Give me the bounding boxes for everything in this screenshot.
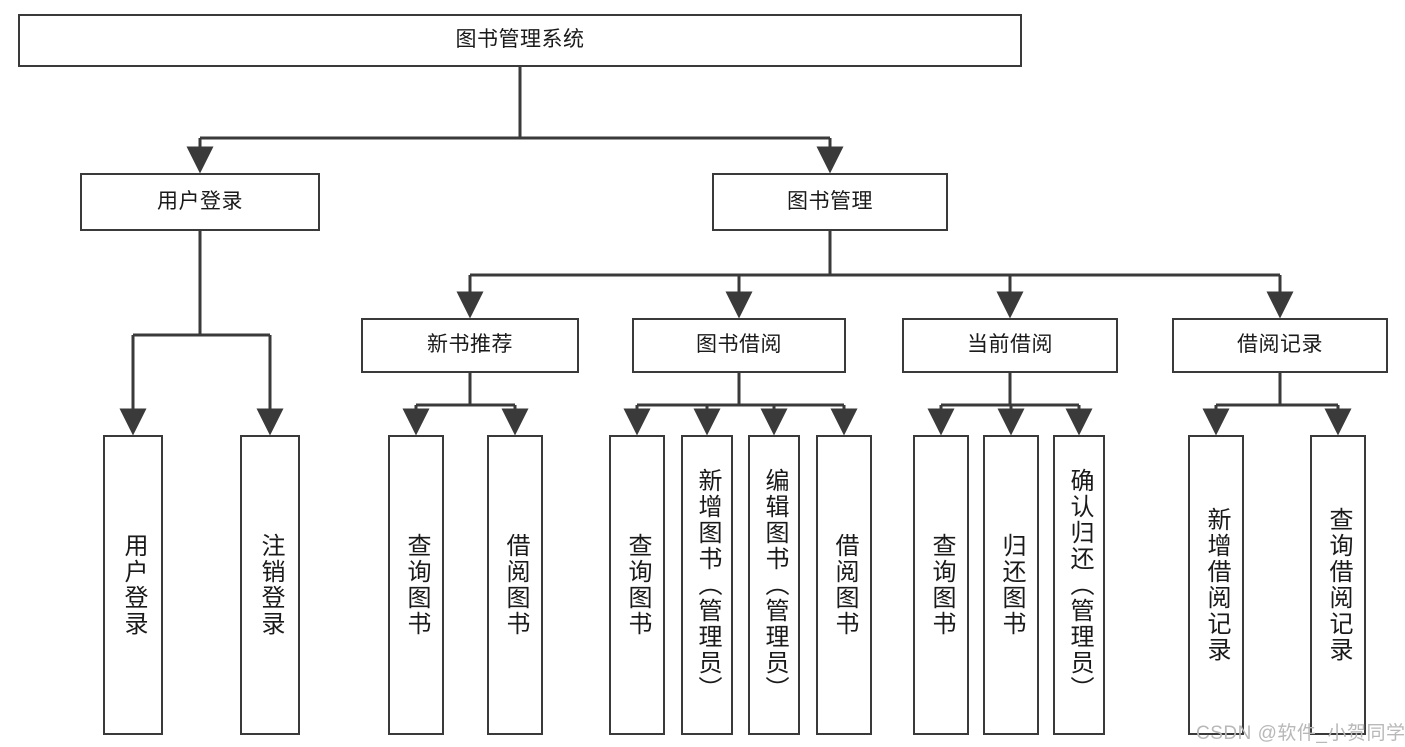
node-leaf-query-book-2[interactable]: 查询图书 [609, 435, 665, 735]
node-label: 新书推荐 [427, 333, 513, 357]
node-leaf-borrow-book-1[interactable]: 借阅图书 [487, 435, 543, 735]
node-label: 查询图书 [403, 533, 430, 637]
node-label: 借阅图书 [502, 533, 529, 637]
node-label: 新增借阅记录 [1203, 507, 1230, 663]
node-leaf-add-record[interactable]: 新增借阅记录 [1188, 435, 1244, 735]
node-leaf-query-record[interactable]: 查询借阅记录 [1310, 435, 1366, 735]
node-leaf-confirm-return[interactable]: 确认归还（管理员） [1053, 435, 1105, 735]
watermark-text: CSDN @软件_小贺同学 [1196, 723, 1405, 744]
node-label: 新增图书（管理员） [694, 468, 721, 702]
node-leaf-edit-book[interactable]: 编辑图书（管理员） [748, 435, 800, 735]
node-leaf-query-book-1[interactable]: 查询图书 [388, 435, 444, 735]
node-label: 用户登录 [120, 533, 147, 637]
node-root[interactable]: 图书管理系统 [18, 14, 1022, 67]
node-leaf-borrow-book-2[interactable]: 借阅图书 [816, 435, 872, 735]
node-label: 注销登录 [257, 533, 284, 637]
node-book-borrow[interactable]: 图书借阅 [632, 318, 846, 373]
node-user-login[interactable]: 用户登录 [80, 173, 320, 231]
node-leaf-user-login[interactable]: 用户登录 [103, 435, 163, 735]
node-label: 确认归还（管理员） [1066, 468, 1093, 702]
node-book-manage[interactable]: 图书管理 [712, 173, 948, 231]
node-leaf-user-logout[interactable]: 注销登录 [240, 435, 300, 735]
node-label: 用户登录 [157, 189, 243, 213]
node-label: 借阅图书 [831, 533, 858, 637]
node-label: 借阅记录 [1237, 333, 1323, 357]
node-label: 查询图书 [624, 533, 651, 637]
node-label: 查询借阅记录 [1325, 507, 1352, 663]
node-current-borrow[interactable]: 当前借阅 [902, 318, 1118, 373]
node-borrow-record[interactable]: 借阅记录 [1172, 318, 1388, 373]
node-label: 当前借阅 [967, 333, 1053, 357]
node-leaf-add-book[interactable]: 新增图书（管理员） [681, 435, 733, 735]
node-label: 图书管理系统 [455, 28, 585, 52]
node-label: 编辑图书（管理员） [761, 468, 788, 702]
node-label: 查询图书 [928, 533, 955, 637]
node-leaf-query-book-3[interactable]: 查询图书 [913, 435, 969, 735]
node-label: 归还图书 [998, 533, 1025, 637]
node-new-book-recommend[interactable]: 新书推荐 [361, 318, 579, 373]
node-label: 图书管理 [787, 189, 873, 213]
node-leaf-return-book[interactable]: 归还图书 [983, 435, 1039, 735]
node-label: 图书借阅 [696, 333, 782, 357]
